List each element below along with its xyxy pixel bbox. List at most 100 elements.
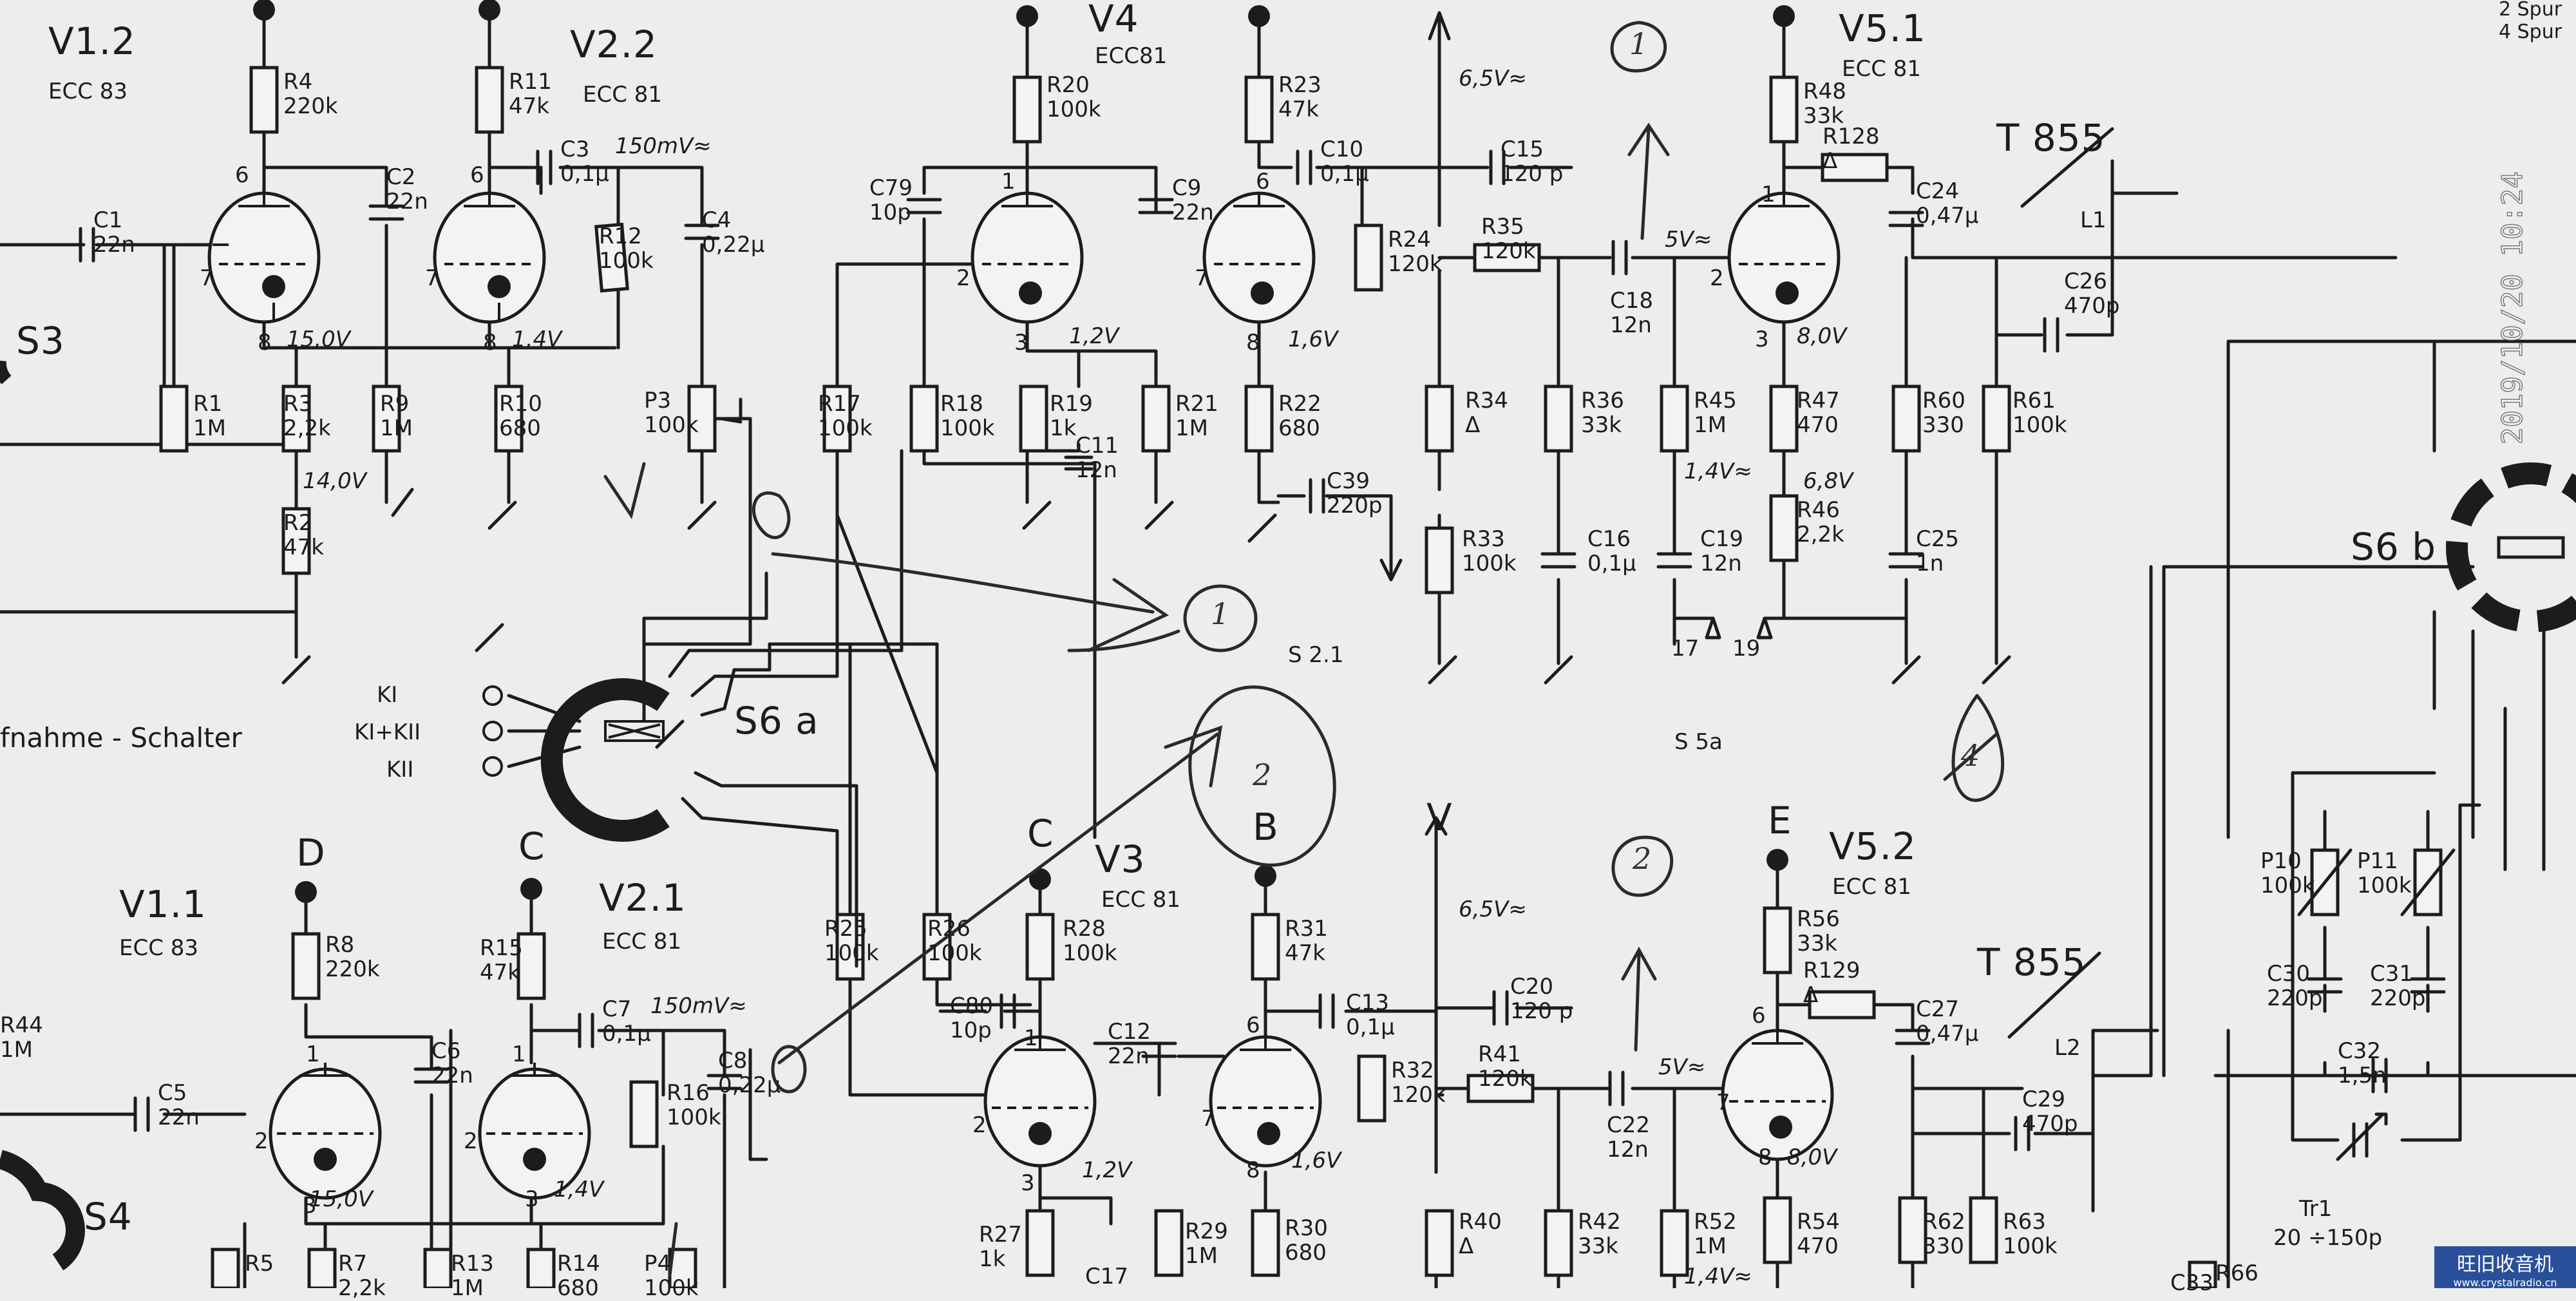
capacitor-value: 12n: [1607, 1137, 1649, 1163]
node-c-left: C: [518, 824, 545, 868]
resistor-ref: R10: [499, 391, 542, 417]
switch-label-s5a: S 5a: [1674, 729, 1723, 755]
resistor-ref: R34: [1465, 388, 1508, 413]
capacitor-ref: C39: [1327, 468, 1370, 494]
resistor-ref: R26: [927, 916, 971, 942]
capacitor-value: 0,1µ: [1587, 551, 1636, 576]
resistor-value: 680: [557, 1275, 599, 1301]
rail-top: 6,5V≈: [1459, 66, 1527, 91]
resistor-value: 47k: [1285, 940, 1325, 966]
capacitor-value: 12n: [1610, 312, 1652, 338]
capacitor-ref: C19: [1700, 526, 1744, 552]
voltage-v21-cathode: 1,4V: [554, 1177, 604, 1202]
rail-bottom: 6,5V≈: [1459, 897, 1527, 922]
resistor-value: 2,2k: [283, 415, 331, 441]
pin-v12-6: 6: [235, 162, 249, 188]
voltage-node-14: 14,0V: [303, 468, 366, 494]
capacitor-ref: C9: [1172, 175, 1202, 201]
selector-position-ki-kii[interactable]: KI+KII: [354, 719, 421, 745]
voltage-v4-b: 1,6V: [1288, 327, 1338, 352]
resistor-value: 100k: [2260, 873, 2315, 898]
capacitor-value: 0,47µ: [1916, 203, 1979, 229]
transformer-t855-bottom: T 855: [1977, 940, 2087, 984]
resistor-value: 2,2k: [1797, 522, 1844, 547]
timestamp: 2019/10/20 10:24: [2496, 171, 2530, 444]
header-4-spur: 4 Spur: [2499, 21, 2562, 43]
coil-l2: L2: [2054, 1035, 2081, 1061]
tube-type-v4: ECC81: [1095, 43, 1168, 69]
capacitor-value: 120 p: [1510, 998, 1573, 1024]
trimmer-value: 20 ÷150p: [2273, 1225, 2383, 1251]
resistor-ref: R29: [1185, 1219, 1228, 1244]
resistor-ref: R17: [818, 391, 861, 417]
resistor-ref: R27: [979, 1222, 1022, 1248]
capacitor-ref: C10: [1320, 137, 1364, 162]
capacitor-ref: C31: [2370, 961, 2414, 987]
tube-name-v1-2: V1.2: [48, 19, 136, 63]
voltage-v3-a: 1,2V: [1082, 1157, 1132, 1183]
tube-type-v3: ECC 81: [1101, 887, 1181, 913]
adjust-arrows: [719, 127, 2456, 1161]
resistor-ref: R35: [1481, 214, 1524, 240]
pin-17: 17: [1671, 636, 1700, 661]
resistor-ref: R63: [2003, 1209, 2046, 1235]
resistor-value: 1M: [0, 1037, 33, 1063]
resistor-ref: R47: [1797, 388, 1840, 413]
resistor-ref: R33: [1462, 526, 1505, 552]
resistor-value: 47k: [283, 535, 324, 560]
annotation-2-v3: 2: [1253, 757, 1272, 792]
pin-v12-7: 7: [200, 265, 214, 291]
switch-s6b[interactable]: [2446, 462, 2576, 632]
resistor-ref: R36: [1581, 388, 1624, 413]
pin-v21-2: 2: [464, 1128, 478, 1154]
resistor-ref: R1: [193, 391, 223, 417]
resistor-ref: R40: [1459, 1209, 1502, 1235]
pin-v4a-3: 3: [1014, 330, 1028, 356]
capacitor-ref: C1: [93, 207, 123, 233]
resistor-value: 470: [1797, 1233, 1839, 1259]
resistor-ref: R44: [0, 1012, 43, 1038]
capacitor-value: 10p: [869, 200, 911, 225]
voltage-v51-r45: 1,4V≈: [1684, 459, 1752, 484]
switch-label-s6a: S6 a: [734, 699, 819, 743]
resistor-ref: R129: [1803, 958, 1861, 983]
capacitor-ref: C79: [869, 175, 913, 201]
tube-type-v1-2: ECC 83: [48, 79, 128, 104]
switch-s3-s4-arcs: [0, 361, 85, 1271]
selector-position-ki[interactable]: KI: [377, 682, 398, 708]
annotation-4: 4: [1961, 738, 1980, 773]
selector-position-kii[interactable]: KII: [386, 757, 414, 783]
resistor-value: Δ: [1465, 412, 1481, 438]
resistor-ref: R19: [1050, 391, 1093, 417]
resistor-value: 220k: [325, 956, 380, 982]
resistor-ref: R5: [245, 1251, 274, 1277]
capacitor-ref: C6: [431, 1038, 461, 1064]
pin-v3b-6: 6: [1246, 1012, 1260, 1038]
resistor-value: Δ: [1823, 148, 1838, 174]
watermark-url: www.crystalradio.cn: [2453, 1277, 2557, 1289]
resistor-value: 1M: [1694, 1233, 1727, 1259]
capacitor-value: 12n: [1075, 457, 1117, 483]
resistor-ref: R61: [2012, 388, 2056, 413]
pin-v52-8: 8: [1758, 1144, 1772, 1170]
resistor-ref: R46: [1797, 497, 1840, 523]
capacitor-value: 220p: [2370, 985, 2426, 1011]
tube-v4b: [1202, 191, 1316, 324]
resistor-value: 100k: [1063, 940, 1117, 966]
annotation-1-top: 1: [1629, 26, 1649, 61]
resistor-ref: R24: [1388, 227, 1431, 252]
capacitor-value: 120 p: [1501, 161, 1564, 187]
capacitor-value: 1n: [1916, 551, 1944, 576]
resistor-value: 33k: [1797, 931, 1837, 956]
switch-label-s4: S4: [84, 1195, 133, 1239]
capacitor-value: 220p: [2267, 985, 2323, 1011]
selector-label: fnahme - Schalter: [0, 722, 242, 754]
pin-v4a-1: 1: [1001, 169, 1016, 195]
resistor-ref: R15: [480, 935, 523, 961]
capacitor-ref: C24: [1916, 178, 1960, 204]
capacitor-ref: C13: [1346, 990, 1390, 1016]
pot-wipers: [719, 417, 743, 424]
switch-s6a[interactable]: [482, 449, 939, 968]
tube-name-v2-2: V2.2: [570, 23, 658, 66]
capacitor-ref: C20: [1510, 974, 1554, 1000]
